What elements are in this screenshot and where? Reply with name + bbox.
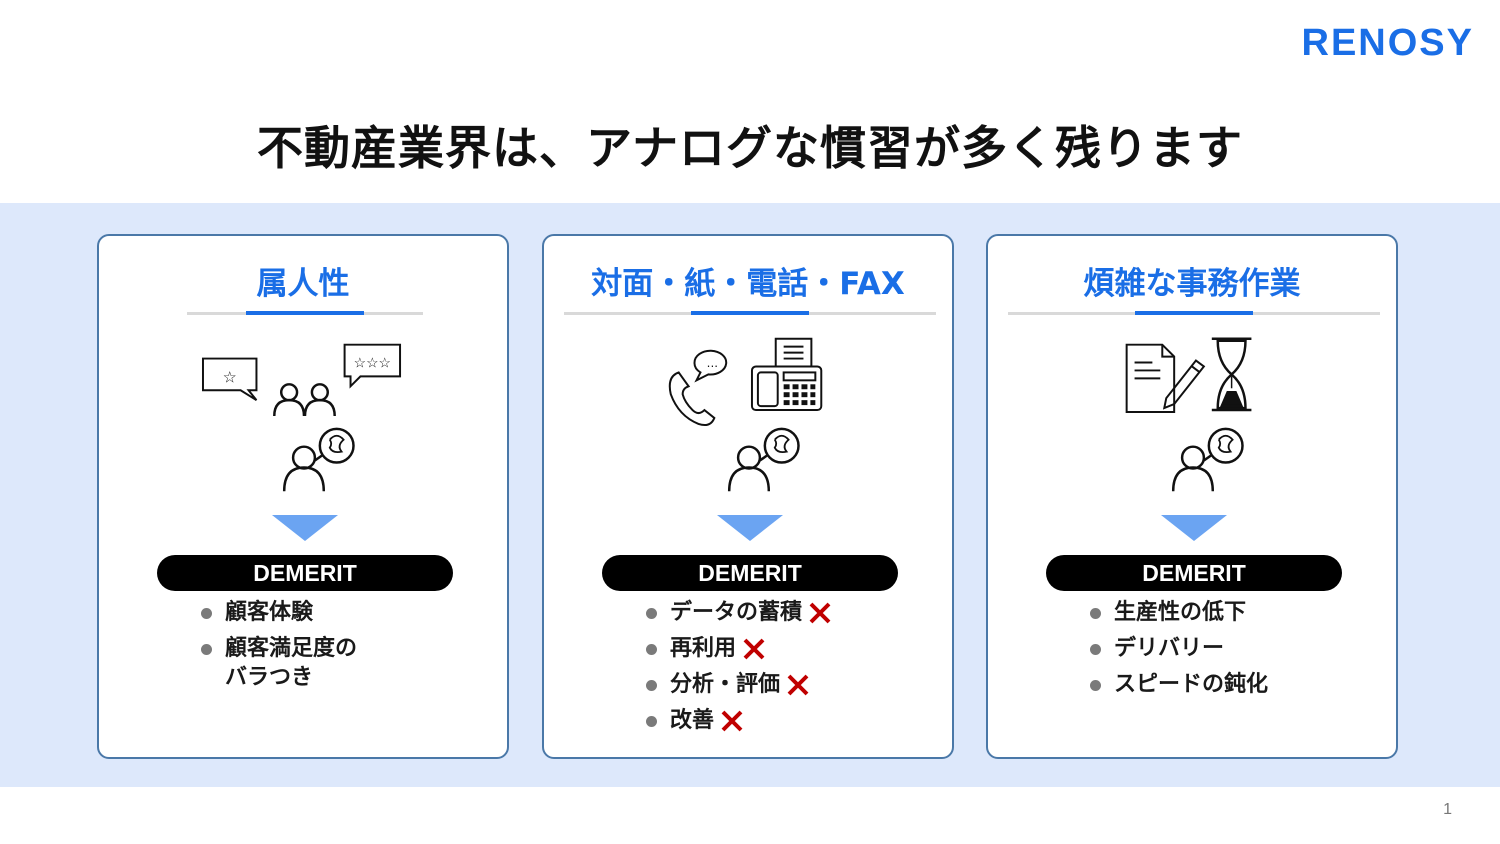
confused-person-icon xyxy=(727,427,800,492)
list-item: 再利用 xyxy=(646,634,832,663)
demerit-list: データの蓄積 再利用 分析・評価 改善 xyxy=(646,598,832,742)
page-number: 1 xyxy=(1443,801,1452,818)
demerit-list: 顧客体験 顧客満足度の バラつき xyxy=(201,598,357,699)
demerit-badge: DEMERIT xyxy=(157,555,453,591)
svg-text:···: ··· xyxy=(707,359,718,373)
rating-bubble-icon: ☆ ☆☆☆ xyxy=(201,343,402,401)
card-title: 煩雑な事務作業 xyxy=(1083,266,1301,302)
list-item: 生産性の低下 xyxy=(1090,598,1268,627)
svg-text:☆☆☆: ☆☆☆ xyxy=(354,355,391,371)
card-illustration xyxy=(1125,337,1252,492)
list-item: データの蓄積 xyxy=(646,598,832,627)
down-arrow-icon xyxy=(1161,515,1227,541)
down-arrow-icon xyxy=(717,515,783,541)
card-analog-communication: 対面・紙・電話・FAX ··· xyxy=(542,234,954,759)
card-title: 属人性 xyxy=(256,266,350,302)
x-mark-icon xyxy=(787,674,809,696)
card-personal-dependency: 属人性 ☆ ☆☆☆ DEMERIT 顧客体験 顧客満足度の バラつき xyxy=(97,234,509,759)
down-arrow-icon xyxy=(272,515,338,541)
list-item: 分析・評価 xyxy=(646,670,832,699)
x-mark-icon xyxy=(721,710,743,732)
hourglass-icon xyxy=(1211,337,1252,412)
brand-logo: RENOSY xyxy=(1301,22,1474,64)
list-item: 顧客体験 xyxy=(201,598,357,627)
phone-chat-icon: ··· xyxy=(668,349,728,427)
slide-title: 不動産業界は、アナログな慣習が多く残ります xyxy=(256,121,1244,175)
card-illustration: ··· xyxy=(668,337,823,492)
x-mark-icon xyxy=(809,602,831,624)
svg-text:☆: ☆ xyxy=(223,367,237,386)
list-item: スピードの鈍化 xyxy=(1090,670,1268,699)
card-illustration: ☆ ☆☆☆ xyxy=(201,343,402,492)
demerit-list: 生産性の低下 デリバリー スピードの鈍化 xyxy=(1090,598,1268,706)
demerit-badge: DEMERIT xyxy=(1046,555,1342,591)
confused-person-icon xyxy=(1171,427,1244,492)
demerit-badge: DEMERIT xyxy=(602,555,898,591)
people-icon xyxy=(273,383,336,417)
list-item: デリバリー xyxy=(1090,634,1268,663)
card-paperwork: 煩雑な事務作業 DEMERIT 生産性の低下 xyxy=(986,234,1398,759)
card-title: 対面・紙・電話・FAX xyxy=(591,266,905,302)
title-underline xyxy=(1008,311,1380,315)
confused-person-icon xyxy=(282,427,355,492)
list-item: 改善 xyxy=(646,706,832,735)
document-pen-icon xyxy=(1125,343,1206,414)
x-mark-icon xyxy=(743,638,765,660)
title-underline xyxy=(564,311,936,315)
fax-machine-icon xyxy=(750,337,823,412)
list-item: 顧客満足度の バラつき xyxy=(201,634,357,692)
title-underline xyxy=(187,311,423,315)
